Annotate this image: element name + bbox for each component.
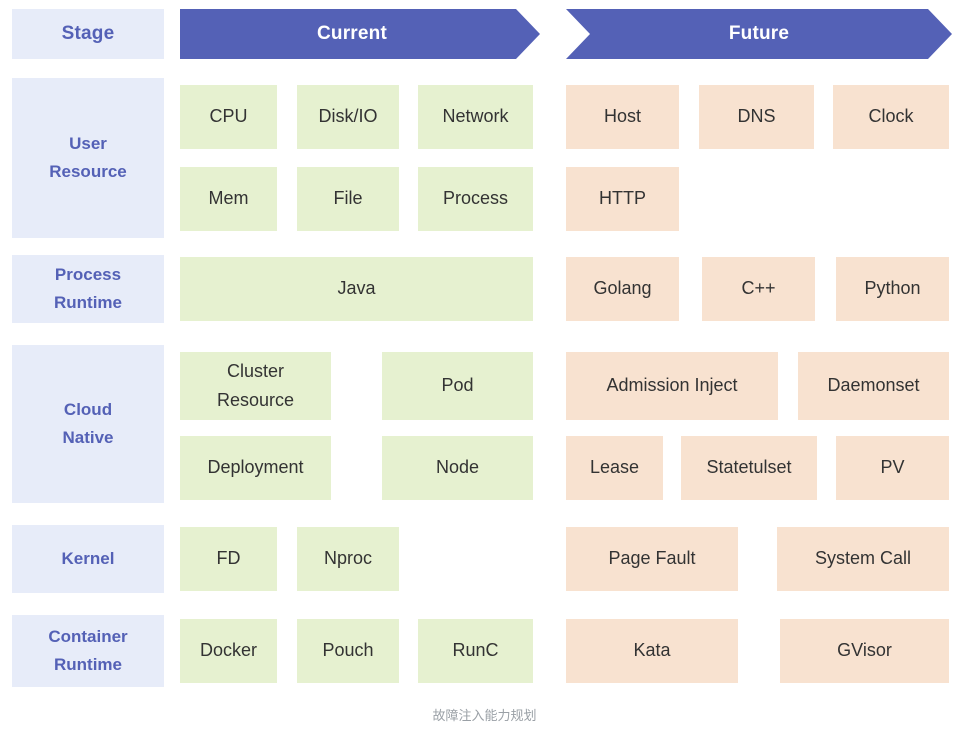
capability-cell-network[interactable]: Network	[418, 85, 533, 149]
capability-cell-pv[interactable]: PV	[836, 436, 949, 500]
capability-cell-statetulset[interactable]: Statetulset	[681, 436, 817, 500]
capability-cell-file[interactable]: File	[297, 167, 399, 231]
stage-label-line: Resource	[49, 162, 127, 181]
capability-cell-label: Process	[442, 188, 509, 209]
capability-cell-label: CPU	[209, 106, 248, 127]
capability-cell-deployment[interactable]: Deployment	[180, 436, 331, 500]
capability-cell-runc[interactable]: RunC	[418, 619, 533, 683]
capability-cell-disk-io[interactable]: Disk/IO	[297, 85, 399, 149]
capability-cell-dns[interactable]: DNS	[699, 85, 814, 149]
capability-cell-label: PV	[880, 457, 905, 478]
capability-cell-label: DNS	[737, 106, 776, 127]
capability-cell-label: Clock	[868, 106, 914, 127]
capability-cell-kata[interactable]: Kata	[566, 619, 738, 683]
capability-cell-clock[interactable]: Clock	[833, 85, 949, 149]
stage-label-line: Native	[62, 428, 114, 447]
capability-cell-node[interactable]: Node	[382, 436, 533, 500]
capability-cell-pod[interactable]: Pod	[382, 352, 533, 420]
capability-cell-daemonset[interactable]: Daemonset	[798, 352, 949, 420]
capability-cell-label: C++	[741, 278, 776, 299]
capability-cell-label: Nproc	[323, 548, 372, 569]
capability-cell-cpu[interactable]: CPU	[180, 85, 277, 149]
capability-cell-label: Lease	[589, 457, 640, 478]
capability-cell-label: Disk/IO	[318, 106, 378, 127]
capability-cell-label: System Call	[814, 548, 912, 569]
capability-cell-label: Statetulset	[706, 457, 792, 478]
capability-cell-label: Mem	[208, 188, 249, 209]
capability-cell-python[interactable]: Python	[836, 257, 949, 321]
capability-cell-label: Java	[337, 278, 376, 299]
current-column-header-arrow: Current	[180, 9, 540, 59]
capability-cell-gvisor[interactable]: GVisor	[780, 619, 949, 683]
capability-cell-nproc[interactable]: Nproc	[297, 527, 399, 591]
stage-label-line: Cloud	[63, 400, 113, 420]
capability-cell-label: Node	[435, 457, 480, 478]
stage-label-line: Process	[54, 265, 122, 285]
capability-cell-docker[interactable]: Docker	[180, 619, 277, 683]
capability-cell-label: Network	[442, 106, 509, 127]
capability-cell-lease[interactable]: Lease	[566, 436, 663, 500]
capability-cell-label: Cluster	[226, 360, 284, 381]
future-header-label: Future	[728, 23, 790, 44]
capability-cell-label: File	[333, 188, 363, 209]
capability-cell-label: Daemonset	[827, 375, 920, 396]
capability-cell-label: Pod	[441, 375, 474, 396]
capability-cell-golang[interactable]: Golang	[566, 257, 679, 321]
stage-label-line: Kernel	[61, 549, 115, 569]
stage-label-line: Runtime	[54, 293, 122, 312]
capability-cell-mem[interactable]: Mem	[180, 167, 277, 231]
capability-cell-label: Deployment	[207, 457, 304, 478]
stage-header-label: Stage	[61, 23, 115, 44]
capability-cell-label: Page Fault	[608, 548, 696, 569]
capability-cell-label: HTTP	[599, 188, 646, 209]
capability-cell-label: Golang	[593, 278, 652, 299]
capability-cell-label: Pouch	[322, 640, 374, 661]
capability-cell-host[interactable]: Host	[566, 85, 679, 149]
capability-cell-admission-inject[interactable]: Admission Inject	[566, 352, 778, 420]
stage-label-line: User	[69, 134, 107, 154]
capability-cell-label: FD	[216, 548, 241, 569]
capability-cell-label: Python	[864, 278, 921, 299]
stage-column-header: Stage	[12, 9, 164, 59]
future-column-header-arrow: Future	[566, 9, 952, 59]
capability-cell-java[interactable]: Java	[180, 257, 533, 321]
capability-cell-pouch[interactable]: Pouch	[297, 619, 399, 683]
figure-caption: 故障注入能力规划	[432, 709, 537, 724]
current-header-label: Current	[316, 23, 387, 44]
capability-cell-label: Kata	[633, 640, 671, 661]
capability-cell-system-call[interactable]: System Call	[777, 527, 949, 591]
capability-cell-page-fault[interactable]: Page Fault	[566, 527, 738, 591]
capability-cell-http[interactable]: HTTP	[566, 167, 679, 231]
stage-label-line: Container	[48, 627, 128, 647]
capability-cell-label: RunC	[452, 640, 499, 661]
capability-cell-label: Resource	[216, 390, 295, 410]
capability-cell-label: Host	[603, 106, 641, 127]
capability-cell-c[interactable]: C++	[702, 257, 815, 321]
capability-cell-label: Admission Inject	[606, 375, 738, 396]
stage-label-line: Runtime	[54, 655, 122, 674]
capability-cell-process[interactable]: Process	[418, 167, 533, 231]
stage-label-kernel: Kernel	[12, 525, 164, 593]
capability-cell-label: Docker	[199, 640, 257, 661]
capability-cell-fd[interactable]: FD	[180, 527, 277, 591]
header-row: Stage Current Future	[0, 9, 969, 59]
capability-cell-label: GVisor	[837, 640, 892, 661]
